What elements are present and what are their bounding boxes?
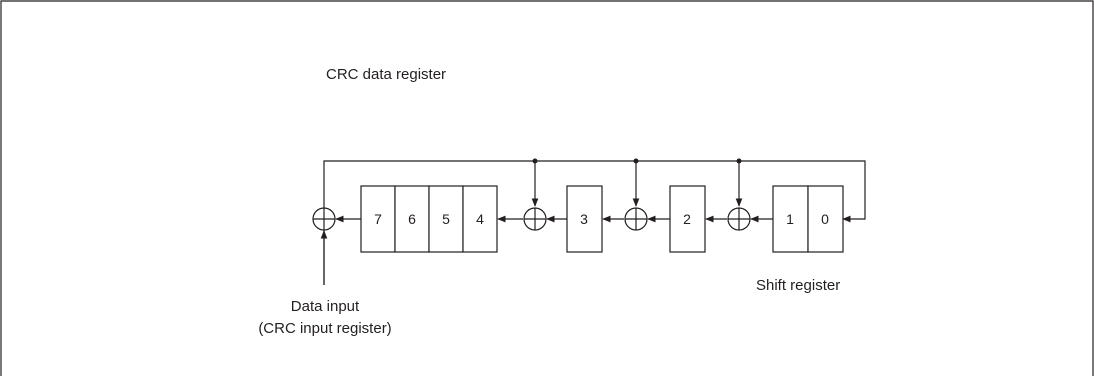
cell-4-label: 4 (476, 211, 484, 227)
data-input-sublabel: (CRC input register) (258, 320, 391, 337)
cell-5-label: 5 (442, 211, 450, 227)
title: CRC data register (326, 66, 446, 83)
xor-gate-2 (727, 207, 751, 231)
cell-7-label: 7 (374, 211, 382, 227)
shift-register-label: Shift register (756, 277, 840, 294)
cell-0 (807, 185, 844, 253)
cell-4 (462, 185, 498, 253)
cell-1-label: 1 (786, 211, 794, 227)
cell-6-label: 6 (408, 211, 416, 227)
data-input-label: Data input (291, 298, 360, 315)
cell-2 (669, 185, 706, 253)
cell-3 (566, 185, 603, 253)
cell-5 (428, 185, 464, 253)
cell-1 (772, 185, 809, 253)
xor-gate-3 (624, 207, 648, 231)
cell-6 (394, 185, 430, 253)
feedback-loop-line (323, 160, 866, 285)
cell-2-label: 2 (683, 211, 691, 227)
cell-3-label: 3 (580, 211, 588, 227)
cell-0-label: 0 (821, 211, 829, 227)
xor-gate-4 (523, 207, 547, 231)
xor-gate-input (312, 207, 336, 231)
